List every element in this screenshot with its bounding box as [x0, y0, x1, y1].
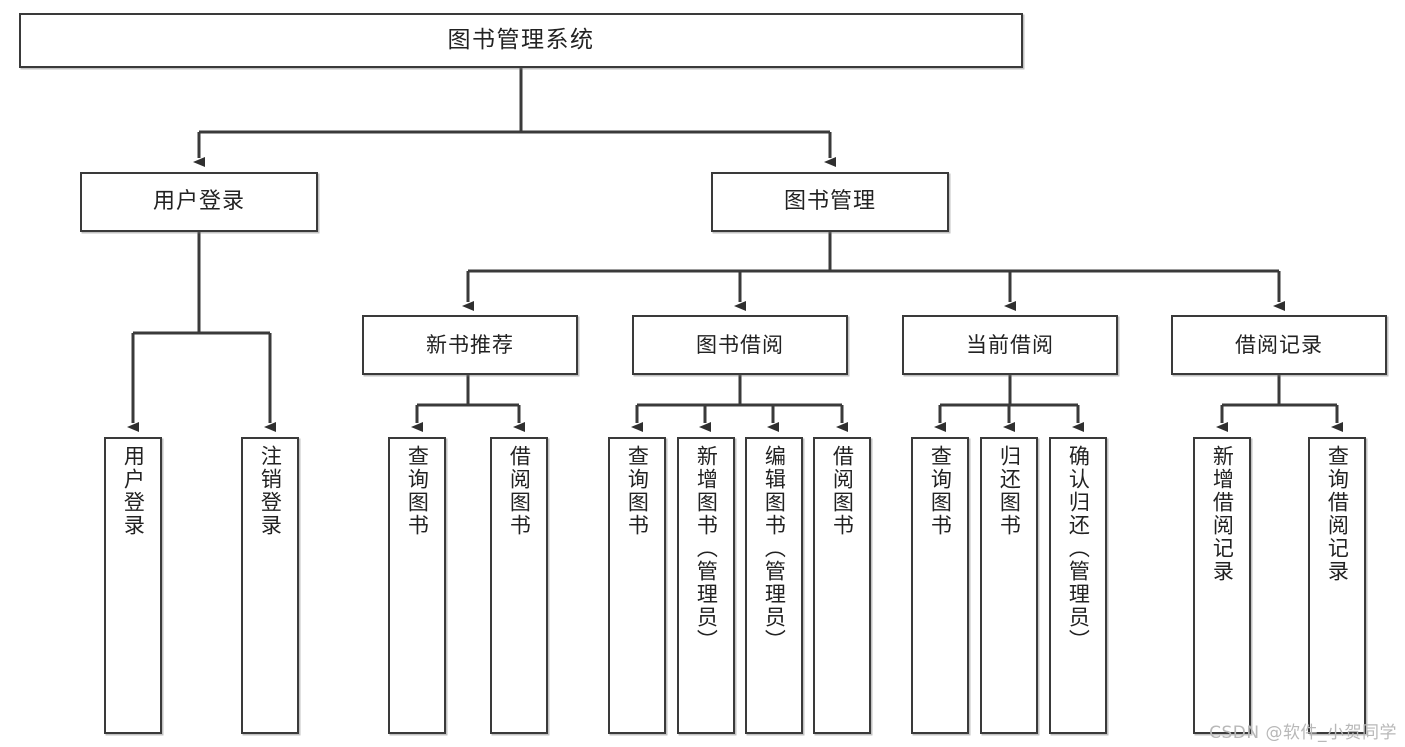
leaf-current-query-book[interactable]: 查询图书	[911, 437, 969, 734]
node-label: 图书管理	[783, 189, 876, 215]
node-book-borrow[interactable]: 图书借阅	[632, 315, 848, 375]
node-label: 图书管理系统	[447, 27, 595, 54]
node-current-borrow[interactable]: 当前借阅	[902, 315, 1118, 375]
node-borrow-record[interactable]: 借阅记录	[1171, 315, 1387, 375]
node-label: 新增图书（管理员）	[694, 445, 719, 652]
leaf-record-query-record[interactable]: 查询借阅记录	[1308, 437, 1366, 734]
leaf-borrow-add-book-admin[interactable]: 新增图书（管理员）	[677, 437, 735, 734]
leaf-new-book-query[interactable]: 查询图书	[388, 437, 446, 734]
node-label: 查询图书	[405, 445, 430, 537]
node-label: 新书推荐	[426, 332, 514, 357]
node-label: 图书借阅	[696, 332, 784, 357]
leaf-borrow-borrow-book[interactable]: 借阅图书	[813, 437, 871, 734]
node-label: 用户登录	[121, 445, 146, 537]
node-label: 借阅记录	[1235, 332, 1323, 357]
node-label: 注销登录	[258, 445, 283, 537]
leaf-user-login-login[interactable]: 用户登录	[104, 437, 162, 734]
node-user-login[interactable]: 用户登录	[80, 172, 318, 232]
node-label: 当前借阅	[966, 332, 1054, 357]
node-label: 归还图书	[997, 445, 1022, 537]
node-label: 查询图书	[625, 445, 650, 537]
node-label: 用户登录	[152, 189, 245, 215]
node-label: 借阅图书	[830, 445, 855, 537]
node-book-management[interactable]: 图书管理	[711, 172, 949, 232]
leaf-new-book-borrow[interactable]: 借阅图书	[490, 437, 548, 734]
node-label: 查询借阅记录	[1325, 445, 1350, 583]
node-label: 借阅图书	[507, 445, 532, 537]
node-new-book-recommend[interactable]: 新书推荐	[362, 315, 578, 375]
leaf-borrow-query-book[interactable]: 查询图书	[608, 437, 666, 734]
leaf-borrow-edit-book-admin[interactable]: 编辑图书（管理员）	[745, 437, 803, 734]
node-label: 查询图书	[928, 445, 953, 537]
csdn-watermark: CSDN @软件_小贺同学	[1209, 723, 1397, 743]
node-root-system[interactable]: 图书管理系统	[19, 13, 1023, 68]
node-label: 编辑图书（管理员）	[762, 445, 787, 652]
node-label: 新增借阅记录	[1210, 445, 1235, 583]
leaf-current-return-book[interactable]: 归还图书	[980, 437, 1038, 734]
leaf-user-login-logout[interactable]: 注销登录	[241, 437, 299, 734]
node-label: 确认归还（管理员）	[1066, 445, 1091, 652]
leaf-record-add-record[interactable]: 新增借阅记录	[1193, 437, 1251, 734]
leaf-current-confirm-return-admin[interactable]: 确认归还（管理员）	[1049, 437, 1107, 734]
